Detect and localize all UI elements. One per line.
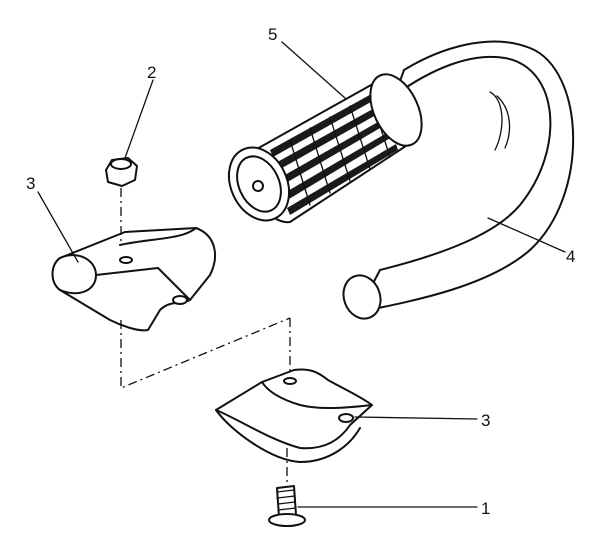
screw (268, 485, 306, 527)
nut (105, 157, 138, 187)
clamp-lower (215, 368, 373, 463)
clamp-upper (51, 227, 216, 332)
assembly-centerlines (120, 188, 291, 486)
callout-4: 4 (566, 247, 575, 266)
callout-3-upper: 3 (26, 174, 35, 193)
leader-lines (37, 41, 566, 508)
callout-1: 1 (481, 499, 490, 518)
callout-5: 5 (268, 25, 277, 44)
callout-2: 2 (147, 63, 156, 82)
handlebar (342, 40, 575, 320)
grip (227, 73, 423, 224)
callout-3-lower: 3 (481, 411, 490, 430)
